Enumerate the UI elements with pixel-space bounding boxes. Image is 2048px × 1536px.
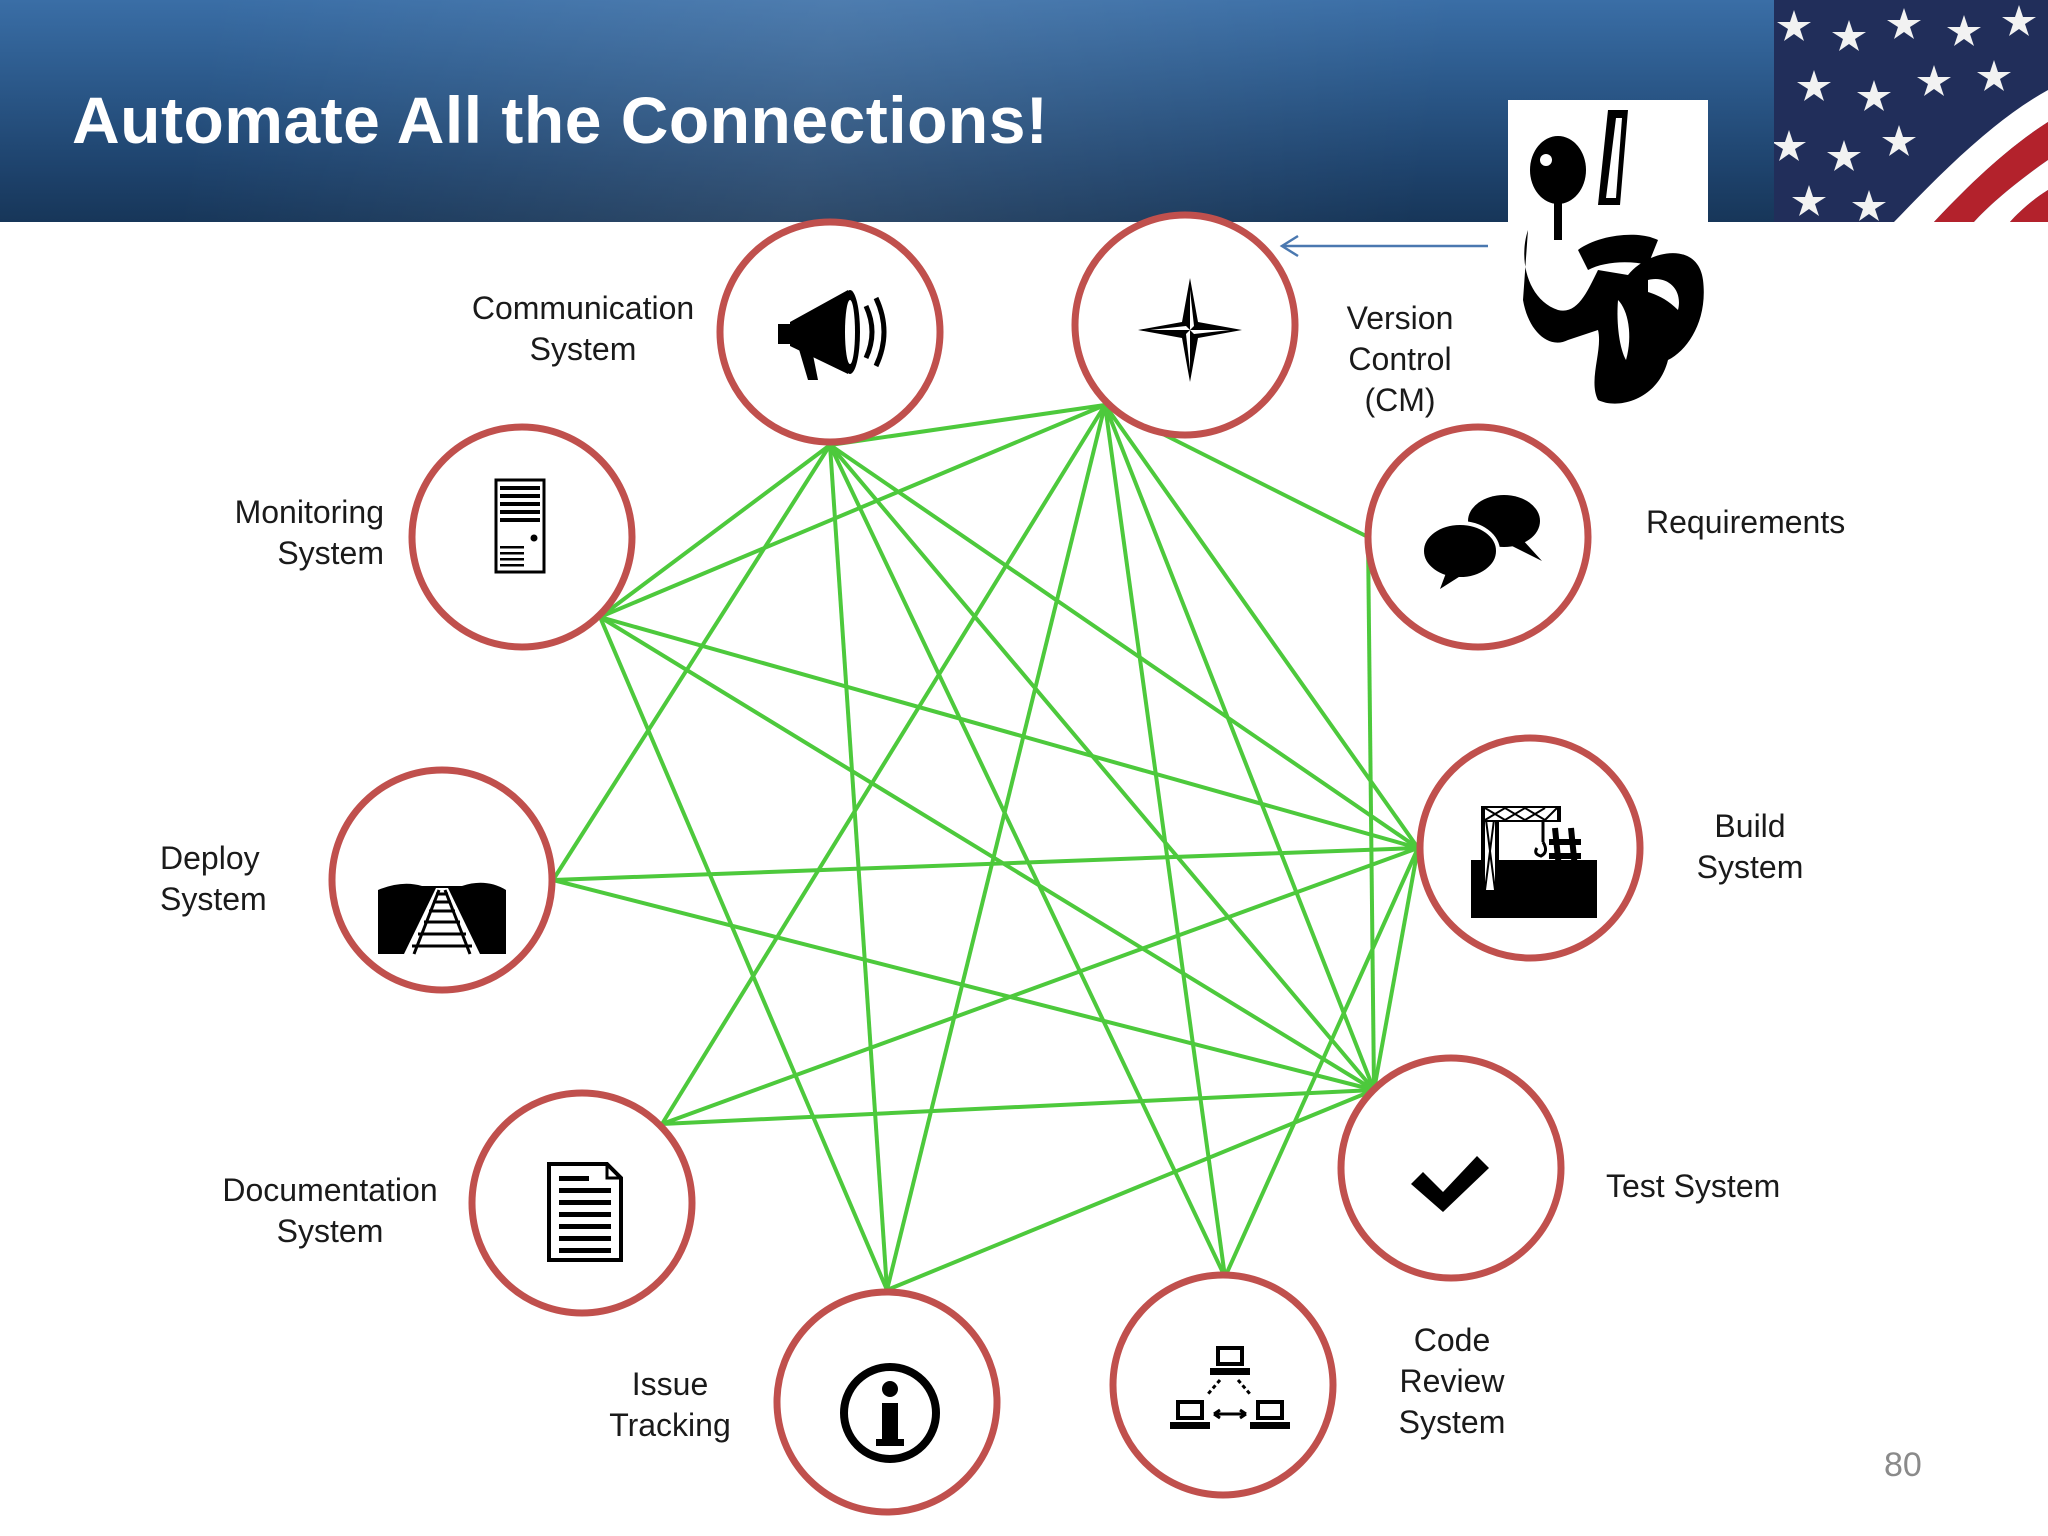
connection-version-control-build [1103,403,1420,850]
label-build: Build System [1696,808,1804,885]
connection-communication-build [828,443,1420,850]
label-documentation: Documentation System [222,1172,438,1249]
arrow-head [1279,234,1299,258]
label-monitoring: Monitoring System [234,494,384,571]
label-code-review: Code Review System [1398,1322,1506,1440]
construction-crane-icon [1471,806,1597,918]
label-issue-tracking: Issue Tracking [609,1366,731,1443]
info-icon [840,1363,940,1463]
connection-communication-version-control [829,403,1106,447]
compass-star-icon [1138,278,1242,382]
label-deploy: Deploy System [160,840,267,917]
node-deploy [328,766,556,994]
connection-monitoring-issue-tracking [598,616,889,1291]
connection-documentation-build [661,846,1419,1126]
connection-deploy-test [552,878,1375,1092]
checkmark-icon [1411,1156,1489,1212]
railroad-track-icon [378,882,506,955]
megaphone-icon [778,290,887,380]
connection-communication-deploy [551,443,832,882]
connection-version-control-issue-tracking [885,404,1107,1291]
page-number: 80 [1884,1446,1922,1484]
label-test: Test System [1606,1168,1781,1204]
slide-title: Automate All the Connections! [72,83,1049,157]
label-communication: Communication System [471,290,695,367]
connection-issue-tracking-test [886,1088,1375,1292]
server-tower-icon [494,478,546,574]
connection-version-control-documentation [660,403,1107,1126]
connection-build-test [1372,847,1420,1091]
connection-version-control-monitoring [599,403,1106,619]
label-version-control: Version Control (CM) [1346,300,1454,418]
speech-bubbles-icon [1420,495,1542,589]
node-code-review [1109,1271,1337,1499]
connection-version-control-test [1103,404,1376,1091]
label-requirements: Requirements [1646,504,1846,540]
connection-monitoring-test [598,615,1376,1092]
connection-documentation-test [661,1088,1375,1126]
node-build [1416,734,1644,962]
document-icon [547,1162,623,1262]
network-computers-icon [1170,1346,1290,1429]
connection-monitoring-build [599,615,1419,850]
node-test [1337,1054,1565,1282]
connection-deploy-build [552,846,1419,882]
flag-stars [1774,5,2036,221]
connection-communication-monitoring [598,443,832,619]
american-flag-icon [1774,0,2048,222]
cartoon-character-icon [1508,100,1708,404]
connection-code-review-build [1223,847,1420,1278]
connection-version-control-code-review [1103,404,1227,1278]
connection-requirements-test [1366,536,1376,1091]
connection-communication-test [828,443,1376,1092]
